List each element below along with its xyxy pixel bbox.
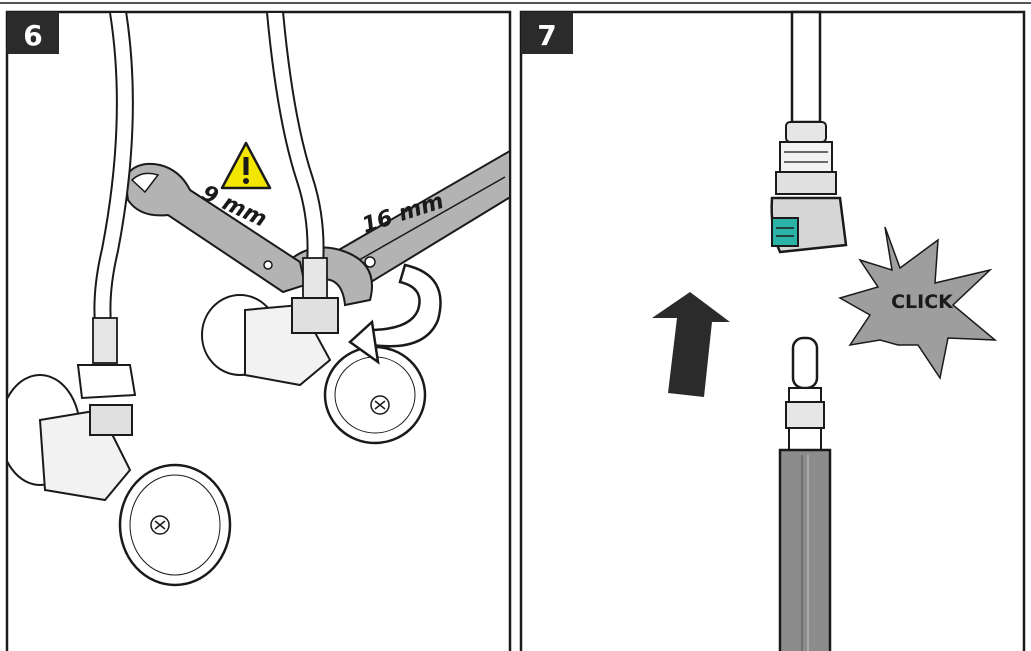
rotate-arrow-icon: [348, 263, 442, 365]
panel-step-7: CLICK 7: [519, 10, 1026, 651]
lower-hose: [778, 448, 832, 651]
step-number-6: 6: [23, 19, 42, 52]
wrench-9mm: [123, 162, 307, 294]
angle-valve-left: [8, 374, 232, 587]
step-badge-7: [521, 12, 573, 54]
angle-valve-right: [201, 294, 427, 445]
warning-icon: [220, 141, 272, 190]
valve-knob-left: [118, 463, 232, 587]
hose-left-fitting: [92, 317, 118, 364]
connector-accent: [771, 217, 799, 247]
hose-right: [268, 13, 323, 266]
step-badge-6: [7, 12, 59, 54]
lower-hose-fitting: [778, 336, 832, 651]
step-number-7: 7: [537, 19, 556, 52]
click-label: CLICK: [891, 291, 954, 313]
up-arrow-icon: [652, 292, 730, 397]
valve-knob-right: [323, 345, 427, 445]
hose-left: [95, 13, 132, 342]
upper-hose-connector: [770, 10, 848, 254]
panel-step-6: 9 mm 16 mm 6: [5, 10, 512, 651]
click-burst-icon: [838, 226, 998, 380]
